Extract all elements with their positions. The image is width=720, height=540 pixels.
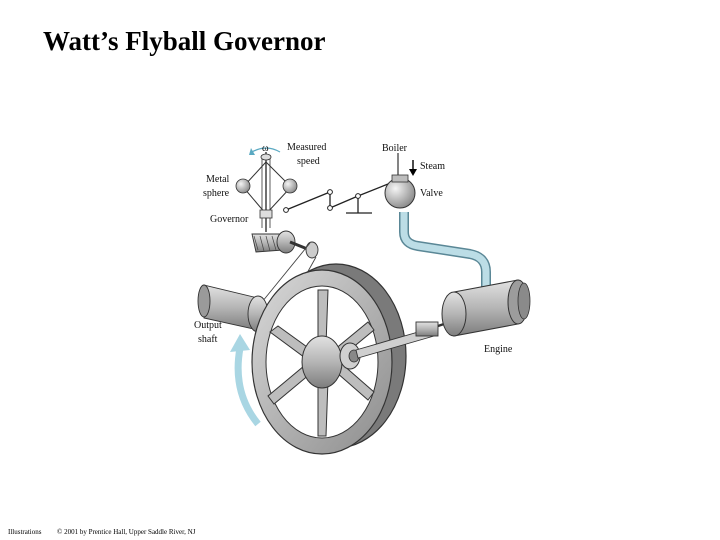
- label-engine: Engine: [484, 344, 513, 355]
- governor: [235, 147, 298, 232]
- label-metal-sphere-line1: Metal: [206, 174, 230, 185]
- label-boiler: Boiler: [382, 143, 408, 154]
- engine: [441, 279, 531, 337]
- linkage: [283, 183, 389, 214]
- bevel-gear: [251, 230, 319, 259]
- label-valve: Valve: [420, 188, 443, 199]
- metal-sphere-left: [235, 178, 251, 194]
- label-output-shaft-line2: shaft: [198, 334, 218, 345]
- rotation-arrow-icon: [230, 334, 261, 427]
- footer-copyright: © 2001 by Prentice Hall, Upper Saddle Ri…: [57, 528, 196, 536]
- label-steam: Steam: [420, 161, 445, 172]
- label-metal-sphere-line2: sphere: [203, 188, 230, 199]
- steam-arrow-icon: [409, 160, 417, 176]
- footer-section-label: Illustrations: [8, 528, 42, 536]
- flywheel: [251, 263, 407, 455]
- page-title: Watt’s Flyball Governor: [43, 26, 326, 56]
- label-governor: Governor: [210, 214, 249, 225]
- label-measured-speed-line2: speed: [297, 156, 320, 167]
- label-omega: ω: [262, 143, 269, 154]
- metal-sphere-right: [282, 178, 298, 194]
- label-output-shaft-line1: Output: [194, 320, 222, 331]
- label-measured-speed-line1: Measured: [287, 142, 326, 153]
- valve: [384, 174, 416, 209]
